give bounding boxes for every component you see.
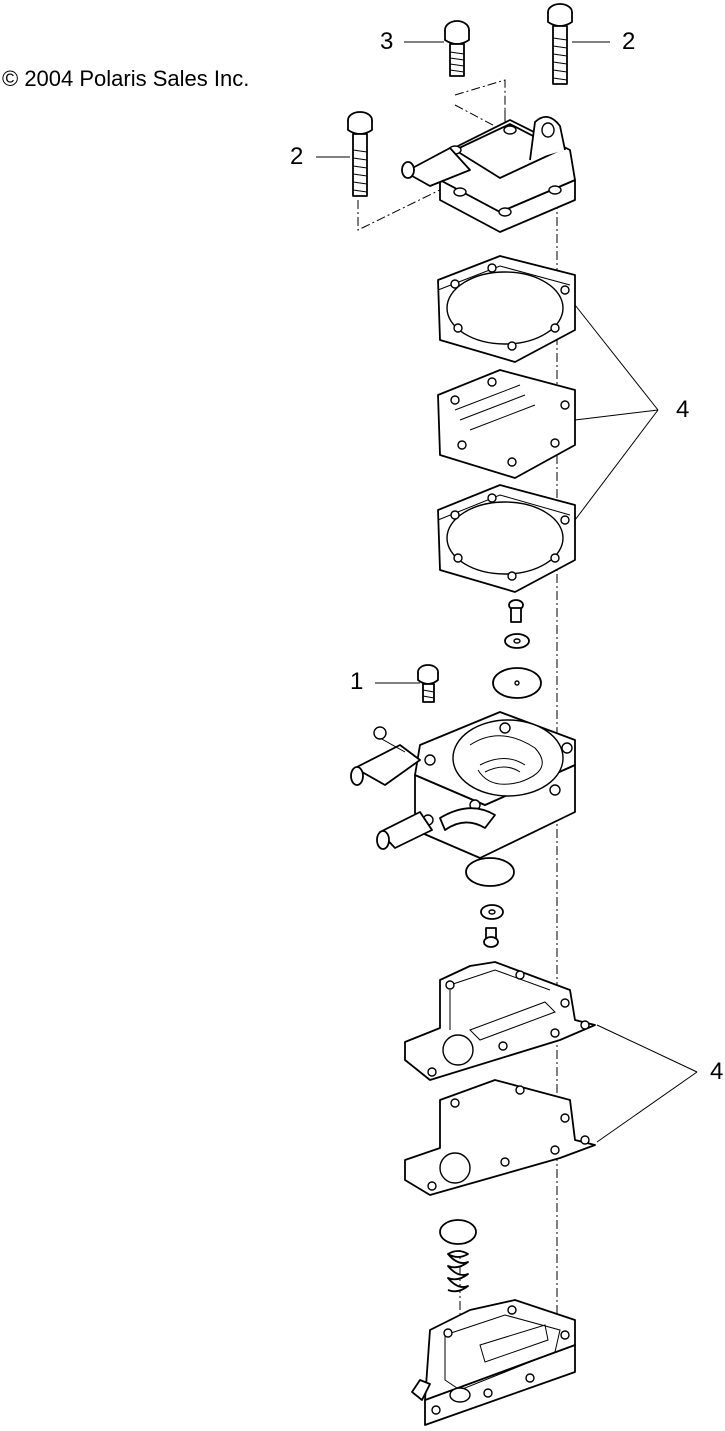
valve-cap	[439, 1219, 477, 1245]
middle-ring-gasket	[437, 484, 576, 593]
callout-4-lower: 4	[710, 1058, 724, 1085]
callout-2-left: 2	[290, 143, 304, 170]
valve-washer-upper	[504, 633, 530, 649]
valve-disc-upper	[492, 667, 542, 699]
screw-3	[444, 20, 470, 77]
callout-2-right: 2	[622, 28, 636, 55]
pump-top-cover	[401, 116, 576, 233]
pump-body	[350, 711, 576, 859]
leader-lines-top	[316, 41, 610, 158]
diaphragm-plate	[437, 369, 576, 479]
pump-bottom-cover	[411, 1299, 576, 1426]
leader-lines-upper-4	[574, 304, 659, 521]
callout-1: 1	[350, 668, 364, 695]
valve-spring	[447, 1250, 469, 1293]
screw-1	[417, 664, 439, 703]
lower-diaphragm	[404, 1079, 596, 1196]
valve-disc-lower	[465, 857, 515, 887]
valve-screw-lower	[483, 927, 499, 948]
callout-4-upper: 4	[676, 396, 690, 423]
upper-ring-gasket	[437, 255, 576, 363]
screw-2-right	[547, 3, 573, 85]
copyright-notice: © 2004 Polaris Sales Inc.	[2, 66, 250, 91]
leader-lines-lower-4	[596, 1024, 698, 1143]
valve-washer-lower	[480, 904, 504, 920]
callout-3: 3	[380, 28, 394, 55]
valve-screw-upper	[508, 599, 524, 623]
lower-gasket-cutout	[404, 961, 596, 1081]
screw-2-left	[347, 111, 373, 197]
